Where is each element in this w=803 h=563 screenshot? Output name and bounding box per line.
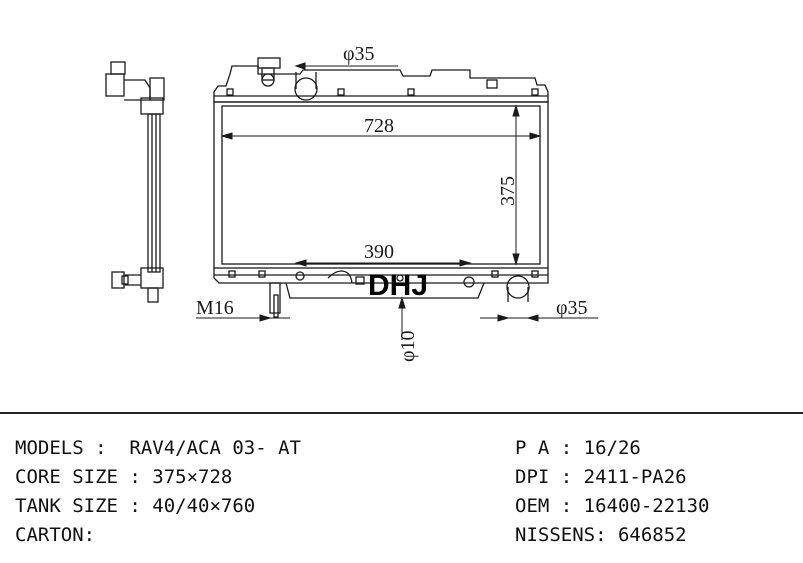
dim-drain-thread: M16 [196,297,234,319]
spec-row-core-size: CORE SIZE : 375×728 [15,466,233,488]
spec-row-pa: P A : 16/26 [515,437,641,459]
spec-row-models: MODELS : RAV4/ACA 03- AT [15,437,301,459]
dim-core-height: 375 [497,176,519,206]
divider-line [0,412,803,414]
spec-row-oem: OEM : 16400-22130 [515,495,710,517]
spec-row-carton: CARTON: [15,524,96,546]
dimension-lines [196,62,598,340]
side-view [105,61,165,303]
spec-row-tank-size: TANK SIZE : 40/40×760 [15,495,256,517]
spec-row-dpi: DPI : 2411-PA26 [515,466,687,488]
radiator-technical-drawing: φ35 728 375 390 φ35 M16 φ10 DHJ [105,43,598,362]
dim-pipe-diameter: φ10 [397,330,419,362]
watermark-logo: DHJ [368,269,428,302]
dim-outlet-diameter: φ35 [556,297,588,319]
dim-core-width: 728 [364,115,394,137]
front-view [213,57,549,318]
dim-inlet-diameter: φ35 [343,43,375,65]
spec-row-nissens: NISSENS: 646852 [515,524,687,546]
dim-bottom-span: 390 [364,241,394,263]
